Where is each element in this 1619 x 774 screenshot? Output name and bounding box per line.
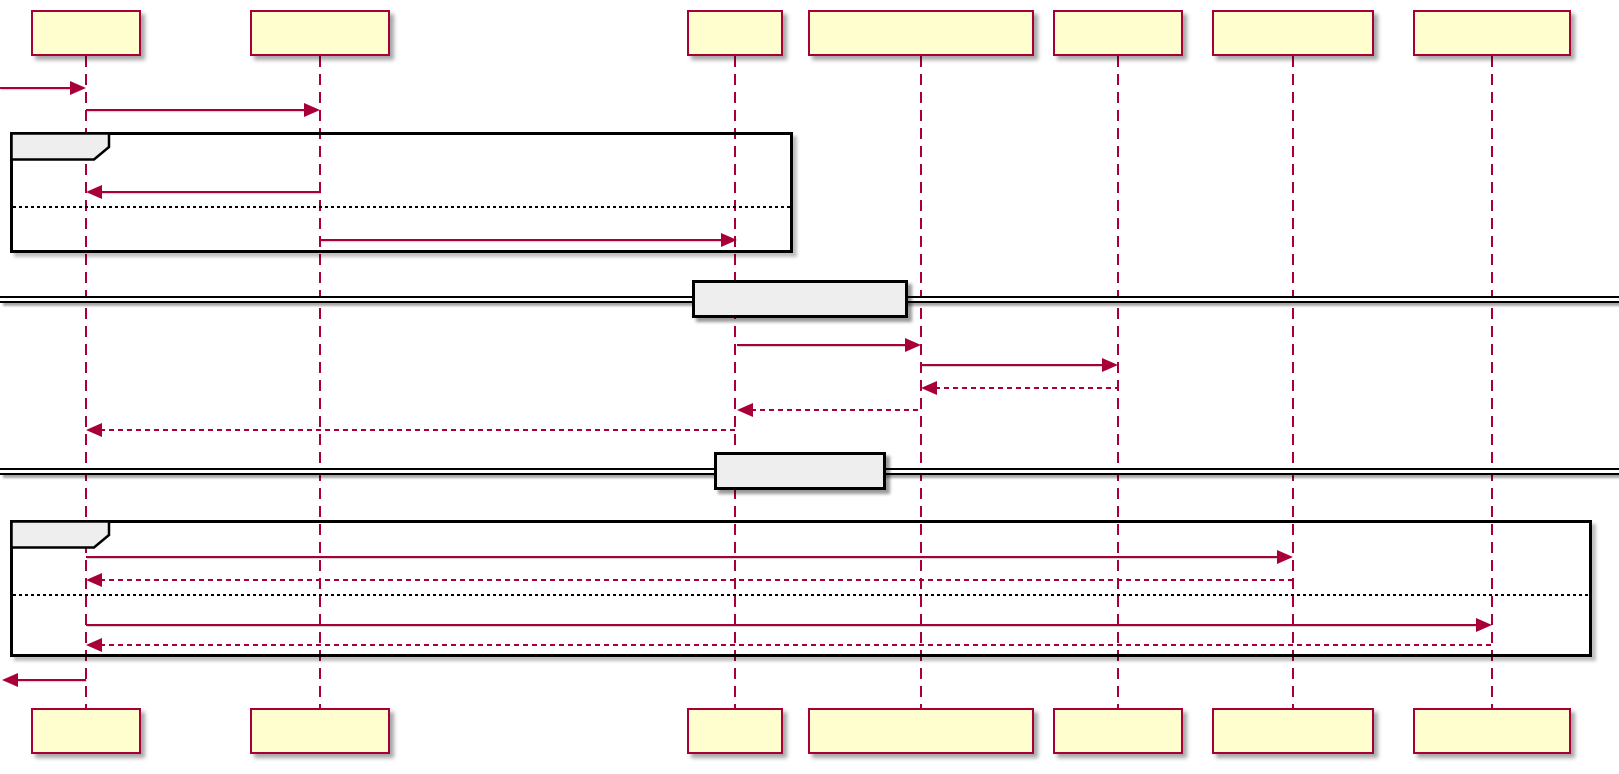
lifeline-transport — [1117, 56, 1119, 708]
alt-frame-tab — [10, 520, 114, 550]
lifeline-session — [734, 56, 736, 708]
participant-top-transport — [1053, 10, 1183, 56]
divider-label — [714, 452, 886, 490]
message-arrowhead — [86, 638, 102, 652]
message-line — [921, 364, 1104, 366]
message-line — [737, 344, 907, 346]
message-arrowhead — [905, 338, 921, 352]
message-line — [0, 87, 72, 89]
message-line — [100, 644, 1492, 646]
message-arrowhead — [86, 185, 102, 199]
participant-bottom-pubsub-handler — [1212, 708, 1374, 754]
message-arrowhead — [1476, 618, 1492, 632]
message-line — [751, 409, 921, 411]
message-arrowhead — [304, 103, 320, 117]
lifeline-check-auth — [319, 56, 321, 708]
message-line — [320, 239, 723, 241]
alt-frame — [10, 520, 1592, 657]
alt-frame — [10, 132, 793, 253]
participant-bottom-check-auth — [250, 708, 390, 754]
message-line — [86, 624, 1478, 626]
message-line — [86, 556, 1279, 558]
participant-top-mqtt-handler — [1413, 10, 1571, 56]
participant-top-transport-manager — [808, 10, 1034, 56]
participant-bottom-session — [687, 708, 783, 754]
lifeline-channel — [85, 56, 87, 708]
divider-label — [692, 280, 908, 318]
participant-bottom-mqtt-handler — [1413, 708, 1571, 754]
message-line — [16, 679, 86, 681]
message-line — [100, 429, 737, 431]
alt-frame-divider — [13, 206, 790, 208]
message-line — [100, 579, 1293, 581]
message-arrowhead — [2, 673, 18, 687]
message-arrowhead — [86, 423, 102, 437]
participant-top-check-auth — [250, 10, 390, 56]
participant-top-session — [687, 10, 783, 56]
message-arrowhead — [737, 403, 753, 417]
message-line — [86, 109, 306, 111]
message-arrowhead — [86, 573, 102, 587]
message-arrowhead — [1102, 358, 1118, 372]
message-line — [935, 387, 1118, 389]
alt-frame-divider — [13, 594, 1589, 596]
message-line — [100, 191, 320, 193]
participant-bottom-transport-manager — [808, 708, 1034, 754]
alt-frame-tab — [10, 132, 114, 162]
participant-bottom-channel — [31, 708, 141, 754]
message-arrowhead — [921, 381, 937, 395]
lifeline-mqtt-handler — [1491, 56, 1493, 708]
participant-top-pubsub-handler — [1212, 10, 1374, 56]
message-arrowhead — [721, 233, 737, 247]
message-arrowhead — [1277, 550, 1293, 564]
lifeline-pubsub-handler — [1292, 56, 1294, 708]
participant-bottom-transport — [1053, 708, 1183, 754]
participant-top-channel — [31, 10, 141, 56]
message-arrowhead — [70, 81, 86, 95]
